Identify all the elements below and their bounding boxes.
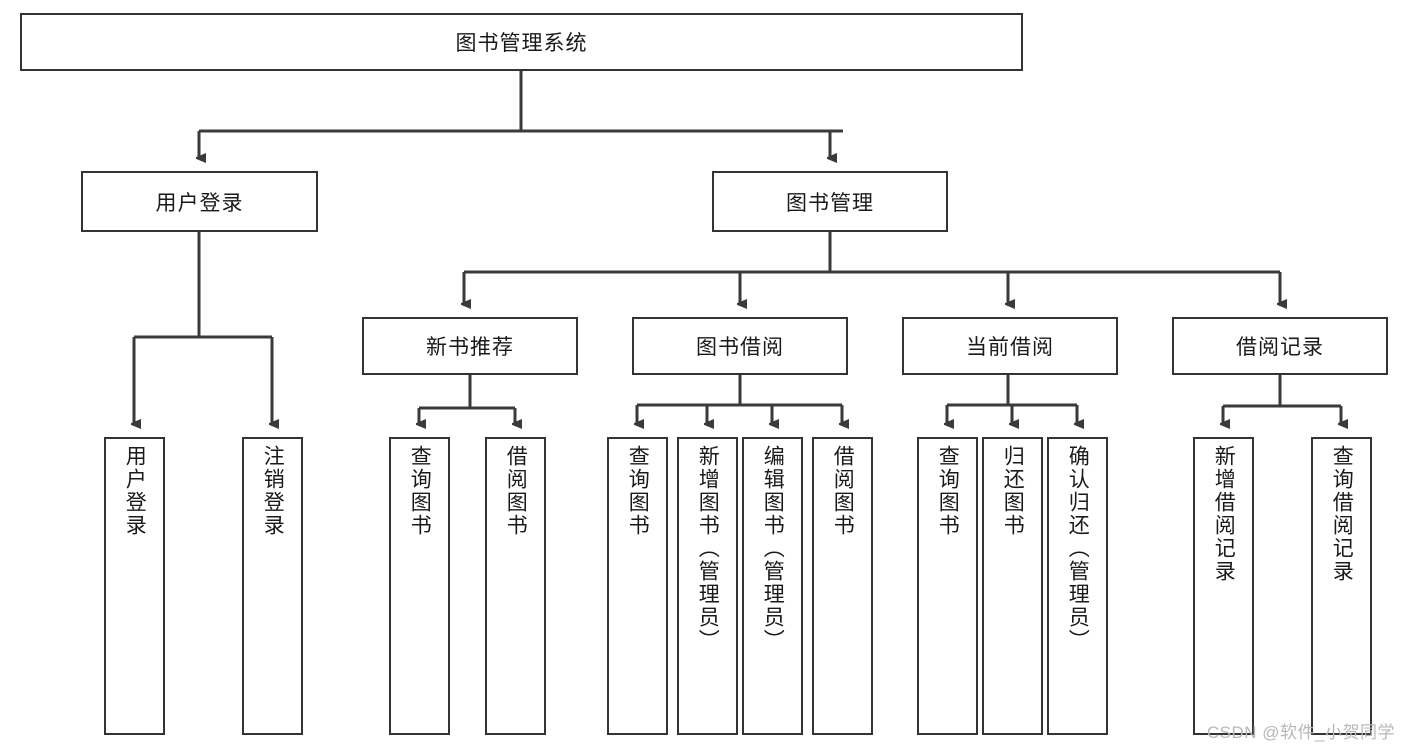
- node-leaf-add-book-label: 新增图书（管理员）: [696, 445, 720, 652]
- node-book-manage-label: 图书管理: [786, 191, 874, 215]
- node-leaf-query-book-borrow-label: 查询图书: [626, 445, 650, 537]
- node-leaf-user-login-label: 用户登录: [123, 445, 147, 537]
- node-leaf-query-book-rec[interactable]: 查询图书: [389, 437, 450, 735]
- node-leaf-borrow-book-rec[interactable]: 借阅图书: [485, 437, 546, 735]
- node-leaf-query-borrow-record[interactable]: 查询借阅记录: [1311, 437, 1372, 735]
- node-leaf-user-login[interactable]: 用户登录: [104, 437, 165, 735]
- node-leaf-query-book-current[interactable]: 查询图书: [917, 437, 978, 735]
- node-leaf-borrow-book[interactable]: 借阅图书: [812, 437, 873, 735]
- node-leaf-edit-book[interactable]: 编辑图书（管理员）: [742, 437, 803, 735]
- node-book-manage[interactable]: 图书管理: [712, 171, 948, 232]
- node-leaf-add-borrow-record-label: 新增借阅记录: [1212, 445, 1236, 583]
- node-root[interactable]: 图书管理系统: [20, 13, 1023, 71]
- node-leaf-query-book-rec-label: 查询图书: [408, 445, 432, 537]
- node-book-borrow[interactable]: 图书借阅: [632, 317, 848, 375]
- node-book-borrow-label: 图书借阅: [696, 336, 784, 359]
- node-leaf-add-book[interactable]: 新增图书（管理员）: [677, 437, 738, 735]
- node-new-book-recommend-label: 新书推荐: [426, 336, 514, 359]
- node-borrow-record[interactable]: 借阅记录: [1172, 317, 1388, 375]
- node-leaf-confirm-return-label: 确认归还（管理员）: [1066, 445, 1090, 652]
- node-root-label: 图书管理系统: [455, 32, 588, 55]
- node-leaf-query-book-current-label: 查询图书: [936, 445, 960, 537]
- node-leaf-query-borrow-record-label: 查询借阅记录: [1330, 445, 1354, 583]
- node-leaf-add-borrow-record[interactable]: 新增借阅记录: [1193, 437, 1254, 735]
- node-leaf-return-book[interactable]: 归还图书: [982, 437, 1043, 735]
- node-new-book-recommend[interactable]: 新书推荐: [362, 317, 578, 375]
- node-leaf-borrow-book-rec-label: 借阅图书: [504, 445, 528, 537]
- node-leaf-return-book-label: 归还图书: [1001, 445, 1025, 537]
- node-leaf-user-logout[interactable]: 注销登录: [242, 437, 303, 735]
- node-current-borrow-label: 当前借阅: [966, 336, 1054, 359]
- node-leaf-user-logout-label: 注销登录: [261, 445, 285, 537]
- csdn-watermark: CSDN @软件_小贺同学: [1206, 723, 1395, 742]
- node-leaf-edit-book-label: 编辑图书（管理员）: [761, 445, 785, 652]
- node-leaf-borrow-book-label: 借阅图书: [831, 445, 855, 537]
- node-user-login-label: 用户登录: [155, 191, 244, 215]
- node-current-borrow[interactable]: 当前借阅: [902, 317, 1118, 375]
- node-user-login[interactable]: 用户登录: [81, 171, 318, 232]
- node-leaf-confirm-return[interactable]: 确认归还（管理员）: [1047, 437, 1108, 735]
- node-borrow-record-label: 借阅记录: [1236, 336, 1324, 359]
- node-leaf-query-book-borrow[interactable]: 查询图书: [607, 437, 668, 735]
